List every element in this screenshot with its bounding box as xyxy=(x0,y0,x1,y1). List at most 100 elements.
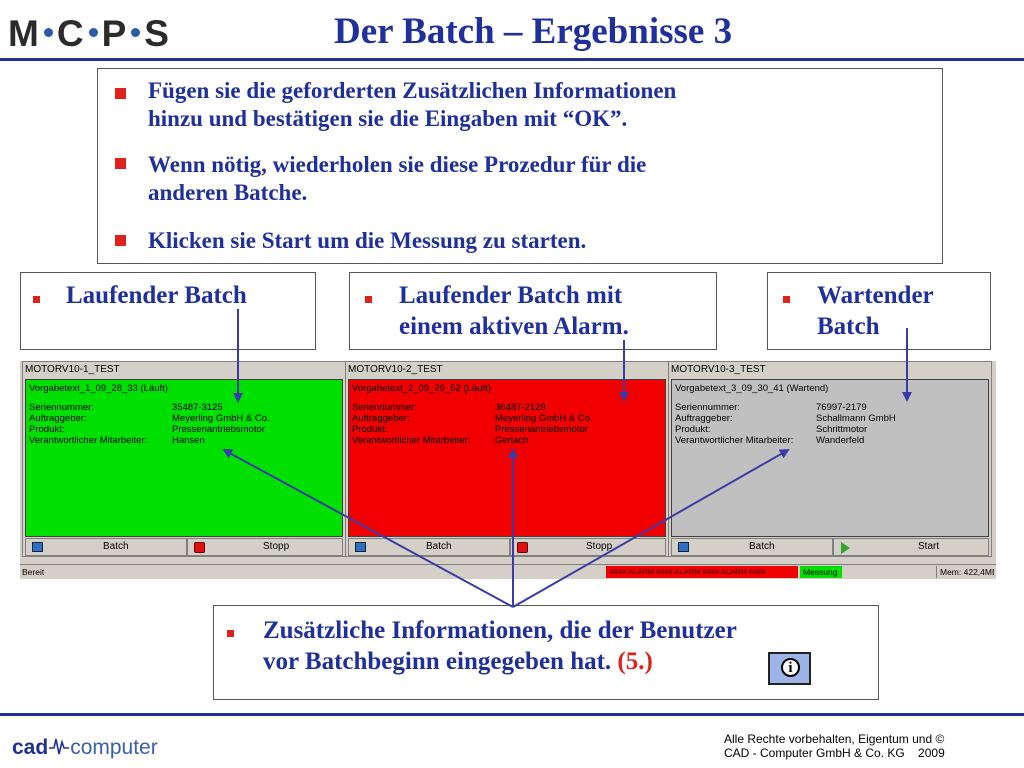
status-alarm: #### ALARM #### ALARM #### ALARM #### xyxy=(606,566,798,578)
field-value: Schrittmotor xyxy=(816,424,868,435)
field-value: Meyerling GmbH & Co. xyxy=(172,413,270,424)
bullet-square-icon xyxy=(115,88,126,99)
callout-alarm-line1: Laufender Batch mit xyxy=(399,282,623,309)
batch-button[interactable]: Batch xyxy=(25,538,187,556)
batch-header-text: Vorgabetext_2_09_29_52 (Läuft) xyxy=(352,383,491,394)
batch-panel-1: MOTORV10-1_TEST Vorgabetext_1_09_28_33 (L… xyxy=(22,361,346,557)
instruction-box: Fügen sie die geforderten Zusätzlichen I… xyxy=(97,68,943,264)
batch-monitor-window: MOTORV10-1_TEST Vorgabetext_1_09_28_33 (L… xyxy=(20,361,996,579)
callout-info-ref: (5.) xyxy=(617,648,653,675)
copyright-line2: CAD - Computer GmbH & Co. KG 2009 xyxy=(724,746,945,760)
callout-waiting-line1: Wartender xyxy=(817,282,934,309)
field-label: Seriennummer: xyxy=(29,402,94,413)
action-button-label: Start xyxy=(918,541,940,552)
arrow-info-1 xyxy=(222,449,514,608)
action-button-label: Stopp xyxy=(586,541,613,552)
field-label: Auftraggeber: xyxy=(29,413,87,424)
field-label: Verantwortlicher Mitarbeiter: xyxy=(29,435,148,446)
arrow-info-3 xyxy=(512,449,790,608)
batch-info-area[interactable]: Vorgabetext_2_09_29_52 (Läuft) Seriennumm… xyxy=(348,379,666,537)
callout-waiting-batch: Wartender Batch xyxy=(767,272,991,350)
callout-additional-info: Zusätzliche Informationen, die der Benut… xyxy=(213,605,879,700)
logo-dot-icon xyxy=(43,27,53,37)
batch-header-text: Vorgabetext_3_09_30_41 (Wartend) xyxy=(675,383,829,394)
cad-computer-logo: cad computer xyxy=(12,735,158,760)
batch-icon xyxy=(355,542,366,552)
callout-alarm-batch: Laufender Batch mit einem aktiven Alarm. xyxy=(349,272,717,350)
copyright-line1: Alle Rechte vorbehalten, Eigentum und © xyxy=(724,732,945,746)
field-value: Gerlach xyxy=(495,435,529,446)
batch-button-label: Batch xyxy=(426,541,452,552)
stop-button[interactable]: Stopp xyxy=(187,538,343,556)
instruction-3-line1: Klicken sie Start um die Messung zu star… xyxy=(148,228,587,253)
batch-info-area[interactable]: Vorgabetext_1_09_28_33 (Läuft) Seriennumm… xyxy=(25,379,343,537)
status-ready: Bereit xyxy=(22,567,45,577)
instruction-2: Wenn nötig, wiederholen sie diese Prozed… xyxy=(148,151,646,207)
batch-info-area[interactable]: Vorgabetext_3_09_30_41 (Wartend)Seriennu… xyxy=(671,379,989,537)
callout-waiting-line2: Batch xyxy=(817,313,880,340)
field-value: Pressenantriebsmotor xyxy=(172,424,265,435)
bullet-square-icon xyxy=(783,296,790,303)
logo-letter-s: S xyxy=(144,13,170,54)
batch-button[interactable]: Batch xyxy=(671,538,833,556)
bullet-square-icon xyxy=(33,296,40,303)
status-memory: Mem: 422,4MB xyxy=(936,566,994,578)
logo-computer: computer xyxy=(70,736,158,759)
stop-icon xyxy=(194,542,205,553)
start-button[interactable]: Start xyxy=(833,538,989,556)
copyright: Alle Rechte vorbehalten, Eigentum und © … xyxy=(724,732,945,760)
callout-info-line1: Zusätzliche Informationen, die der Benut… xyxy=(263,617,737,644)
callout-alarm-text: Laufender Batch mit einem aktiven Alarm. xyxy=(399,280,629,342)
batch-button-label: Batch xyxy=(103,541,129,552)
status-measure: Messung xyxy=(800,566,842,578)
bullet-square-icon xyxy=(365,296,372,303)
callout-running-batch: Laufender Batch xyxy=(20,272,316,350)
batch-button-bar: Batch Start xyxy=(671,538,989,556)
instruction-2-line1: Wenn nötig, wiederholen sie diese Prozed… xyxy=(148,152,647,177)
field-label: Auftraggeber: xyxy=(352,413,410,424)
field-label: Auftraggeber: xyxy=(675,413,733,424)
batch-panel-title: MOTORV10-3_TEST xyxy=(671,364,766,375)
callout-info-text: Zusätzliche Informationen, die der Benut… xyxy=(263,615,737,677)
field-value: 35487-3125 xyxy=(172,402,223,413)
page-title: Der Batch – Ergebnisse 3 xyxy=(334,11,733,52)
callout-waiting-text: Wartender Batch xyxy=(817,280,934,342)
field-label: Verantwortlicher Mitarbeiter: xyxy=(675,435,794,446)
field-value: Schallmann GmbH xyxy=(816,413,896,424)
field-label: Verantwortlicher Mitarbeiter: xyxy=(352,435,471,446)
batch-panel-title: MOTORV10-1_TEST xyxy=(25,364,120,375)
field-value: 76997-2179 xyxy=(816,402,867,413)
logo-letter-c: C xyxy=(56,13,85,54)
callout-running-line1: Laufender Batch xyxy=(66,282,247,309)
info-button[interactable]: i xyxy=(768,652,811,685)
field-label: Produkt: xyxy=(29,424,65,435)
field-value: Wanderfeld xyxy=(816,435,865,446)
footer-divider xyxy=(0,713,1024,716)
batch-button[interactable]: Batch xyxy=(348,538,510,556)
status-bar: Bereit #### ALARM #### ALARM #### ALARM … xyxy=(20,564,996,579)
logo-dot-icon xyxy=(131,27,141,37)
batch-header-text: Vorgabetext_1_09_28_33 (Läuft) xyxy=(29,383,168,394)
field-label: Produkt: xyxy=(352,424,388,435)
batch-button-label: Batch xyxy=(749,541,775,552)
bullet-square-icon xyxy=(115,235,126,246)
play-icon xyxy=(841,542,850,554)
field-value: 36487-2129 xyxy=(495,402,546,413)
batch-button-bar: Batch Stopp xyxy=(348,538,666,556)
field-label: Produkt: xyxy=(675,424,711,435)
instruction-3: Klicken sie Start um die Messung zu star… xyxy=(148,227,586,255)
action-button-label: Stopp xyxy=(263,541,290,552)
batch-icon xyxy=(678,542,689,552)
bullet-square-icon xyxy=(227,630,234,637)
bullet-square-icon xyxy=(115,158,126,169)
batch-panel-2: MOTORV10-2_TEST Vorgabetext_2_09_29_52 (L… xyxy=(345,361,669,557)
header-divider xyxy=(0,58,1024,61)
batch-panel-title: MOTORV10-2_TEST xyxy=(348,364,443,375)
logo-cad: cad xyxy=(12,736,49,759)
field-label: Seriennummer: xyxy=(352,402,417,413)
instruction-1: Fügen sie die geforderten Zusätzlichen I… xyxy=(148,77,676,133)
logo-dot-icon xyxy=(88,27,98,37)
batch-icon xyxy=(32,542,43,552)
